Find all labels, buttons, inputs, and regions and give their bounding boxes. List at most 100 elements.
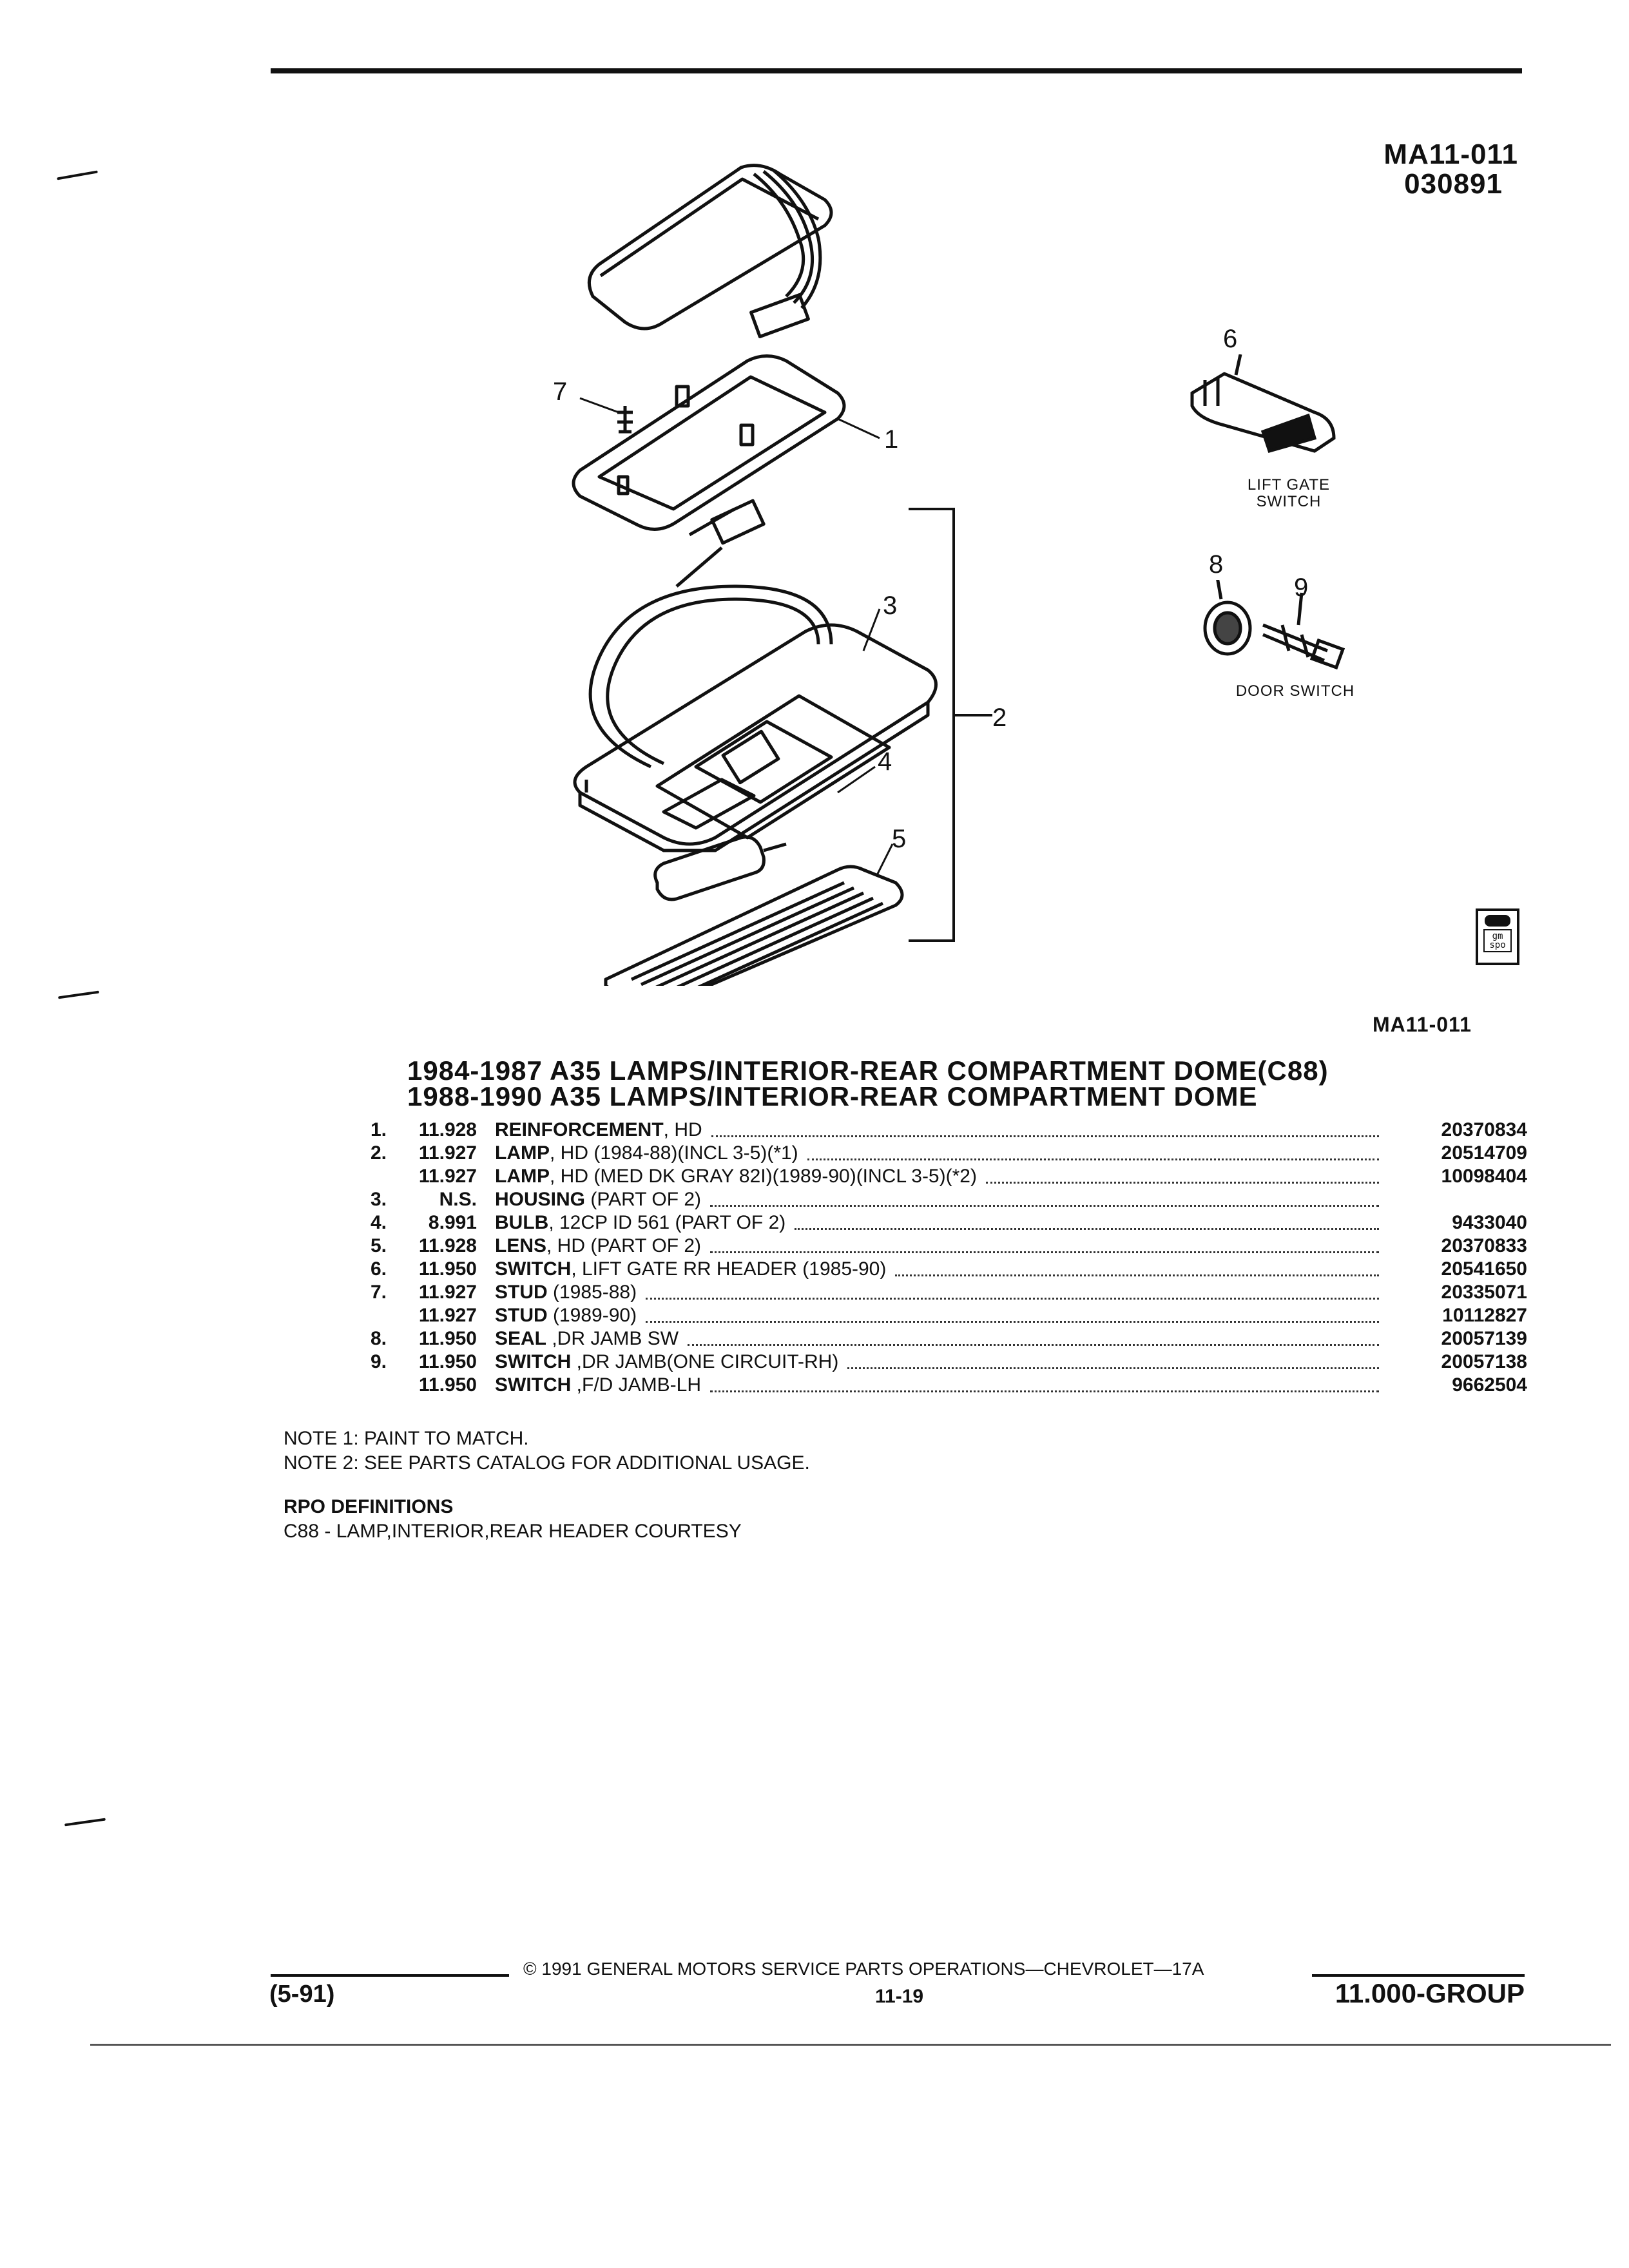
rpo-definitions: RPO DEFINITIONS C88 - LAMP,INTERIOR,REAR… [284,1495,742,1544]
part-detail: , LIFT GATE RR HEADER (1985-90) [571,1258,887,1280]
callout-3: 3 [883,591,898,620]
footer-page-number: 11-19 [875,1986,924,2007]
part-description: LENS, HD (PART OF 2) [495,1235,701,1258]
part-number: 10098404 [1441,1166,1527,1187]
part-description: SEAL ,DR JAMB SW [495,1327,679,1350]
part-number: 20370833 [1441,1235,1527,1256]
part-name: SWITCH [495,1374,572,1396]
table-row: 11.950 SWITCH ,F/D JAMB-LH 9662504 [348,1374,1527,1397]
part-name: HOUSING [495,1189,586,1210]
part-detail: , 12CP ID 561 (PART OF 2) [548,1212,786,1233]
footer-rule-right [1312,1974,1525,1977]
leader-dots [986,1165,1379,1184]
part-detail: , HD (MED DK GRAY 82I)(1989-90)(INCL 3-5… [550,1166,977,1187]
part-index: 1. [370,1119,387,1140]
part-name: STUD [495,1282,548,1303]
figure-code: MA11-011 [1373,1013,1472,1036]
notes: NOTE 1: PAINT TO MATCH. NOTE 2: SEE PART… [284,1427,810,1475]
part-name: LAMP [495,1166,550,1187]
part-detail: ,DR JAMB SW [546,1328,679,1349]
part-number: 20057138 [1441,1351,1527,1372]
lift-gate-switch-illustration [1190,354,1336,454]
leader-dots [807,1142,1379,1160]
part-group: 11.928 [418,1235,477,1256]
part-description: STUD (1985-88) [495,1281,637,1304]
leader-dots [710,1235,1379,1253]
part-detail: (1985-88) [547,1282,637,1303]
part-description: LAMP, HD (1984-88)(INCL 3-5)(*1) [495,1142,798,1165]
part-name: SEAL [495,1328,547,1349]
lift-gate-caption-line1: LIFT GATE [1247,476,1331,494]
part-detail: ,DR JAMB(ONE CIRCUIT-RH) [571,1351,839,1372]
leader-dots [710,1188,1379,1207]
part-detail: ,F/D JAMB-LH [571,1374,702,1396]
leader-dots [646,1304,1379,1323]
note-1: NOTE 1: PAINT TO MATCH. [284,1428,529,1449]
part-detail: , HD (1984-88)(INCL 3-5)(*1) [550,1142,798,1164]
part-group: 11.927 [418,1142,477,1164]
note-2: NOTE 2: SEE PARTS CATALOG FOR ADDITIONAL… [284,1452,810,1474]
callout-6: 6 [1223,325,1238,353]
bulb [653,835,766,901]
header-ref-code: MA11-011 [1383,139,1518,170]
margin-mark [64,1818,106,1827]
footer-group: 11.000-GROUP [1335,1978,1525,2008]
part-number: 9433040 [1452,1212,1527,1233]
part-group: 11.927 [418,1305,477,1326]
part-detail: , HD (PART OF 2) [546,1235,702,1256]
leader-dots [847,1350,1379,1369]
part-name: SWITCH [495,1258,572,1280]
part-group: 11.950 [418,1374,477,1396]
housing [573,623,938,846]
margin-mark [58,990,99,999]
part-index: 9. [370,1351,387,1372]
part-index: 6. [370,1258,387,1280]
leader-dots [710,1374,1379,1392]
part-group: 11.927 [418,1166,477,1187]
lamp-assembly-illustration [572,164,938,986]
section-title-1: 1984-1987 A35 LAMPS/INTERIOR-REAR COMPAR… [407,1055,1329,1086]
leader-dots [646,1281,1379,1300]
part-group: 11.950 [418,1328,477,1349]
callout-5: 5 [892,825,907,853]
bottom-rule [90,2044,1611,2046]
part-description: SWITCH ,F/D JAMB-LH [495,1374,701,1397]
lift-gate-caption-line2: SWITCH [1256,493,1322,510]
part-description: STUD (1989-90) [495,1304,637,1327]
part-name: STUD [495,1305,548,1326]
part-number: 20514709 [1441,1142,1527,1164]
table-row: 11.927 LAMP, HD (MED DK GRAY 82I)(1989-90… [348,1165,1527,1188]
leader-lines [579,397,894,877]
part-description: SWITCH, LIFT GATE RR HEADER (1985-90) [495,1258,886,1281]
leader-dots [711,1119,1379,1137]
part-description: HOUSING (PART OF 2) [495,1188,701,1211]
part-name: LENS [495,1235,547,1256]
part-detail: , HD [663,1119,702,1140]
leader-dots [688,1327,1379,1346]
leader-dots [895,1258,1379,1276]
part-description: REINFORCEMENT, HD [495,1119,702,1142]
part-detail: (1989-90) [547,1305,637,1326]
part-description: BULB, 12CP ID 561 (PART OF 2) [495,1211,786,1235]
part-name: SWITCH [495,1351,572,1372]
callout-7: 7 [553,378,568,406]
part-group: 11.928 [418,1119,477,1140]
part-number: 10112827 [1442,1305,1527,1326]
gm-spo-logo-text: gm spo [1483,929,1512,952]
gm-spo-logo: gm spo [1476,908,1519,965]
part-number: 9662504 [1452,1374,1527,1396]
door-switch-illustration [1203,580,1345,670]
callout-8: 8 [1209,550,1224,579]
part-description: SWITCH ,DR JAMB(ONE CIRCUIT-RH) [495,1350,838,1374]
door-switch-caption: DOOR SWITCH [1235,682,1355,700]
part-index: 8. [370,1328,387,1349]
footer-copyright: © 1991 GENERAL MOTORS SERVICE PARTS OPER… [523,1959,1204,1979]
callout-2: 2 [992,704,1007,732]
leader-dots [795,1211,1379,1230]
rpo-heading: RPO DEFINITIONS [284,1496,454,1517]
table-row: 11.927 STUD (1989-90) 10112827 [348,1304,1527,1327]
part-number: 20541650 [1441,1258,1527,1280]
